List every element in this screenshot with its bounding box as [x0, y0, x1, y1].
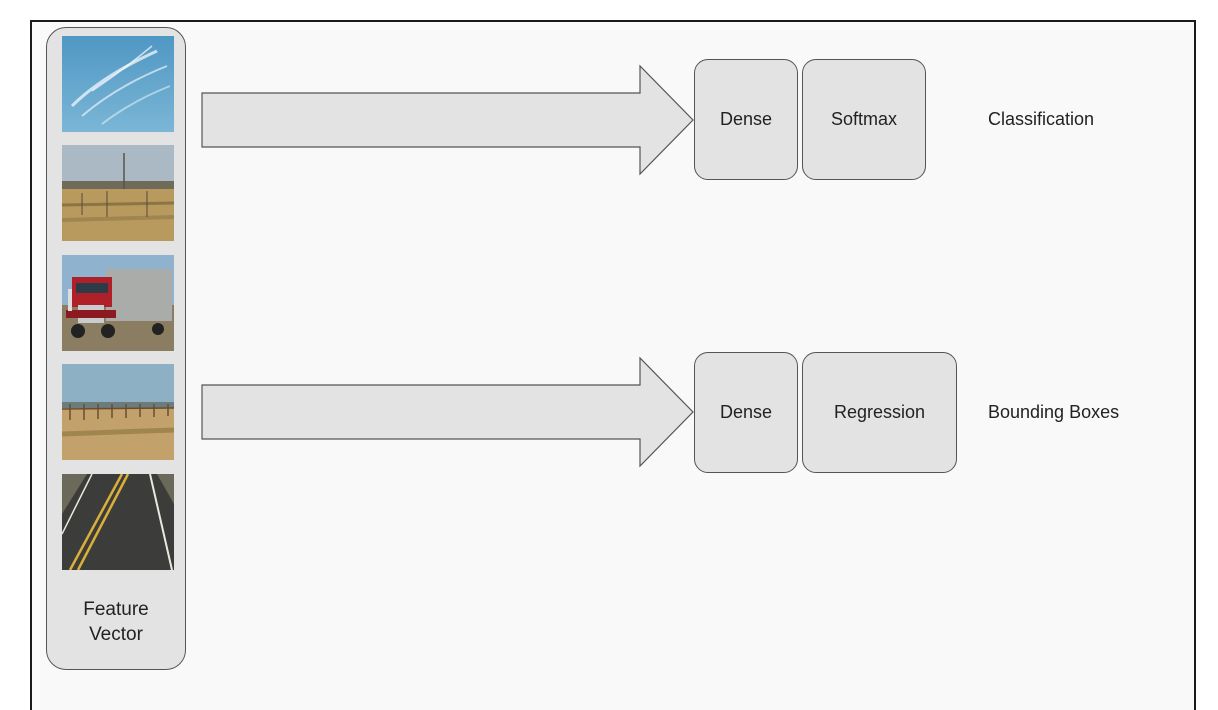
image-truck — [62, 255, 174, 351]
dense-layer-box-top: Dense — [694, 59, 798, 180]
dense-layer-label: Dense — [719, 402, 773, 422]
arrow-to-classification — [201, 64, 694, 176]
image-sky — [62, 36, 174, 132]
dense-layer-label: Dense — [719, 109, 773, 129]
image-fenced-prairie — [62, 364, 174, 460]
image-dry-field — [62, 145, 174, 241]
feature-vector-label-line1: Feature — [83, 599, 149, 620]
dense-layer-box-bottom: Dense — [694, 352, 798, 473]
arrow-to-regression — [201, 356, 694, 468]
feature-vector-label: Feature Vector — [46, 597, 186, 647]
image-road — [62, 474, 174, 570]
softmax-layer-label: Softmax — [830, 109, 898, 129]
bounding-boxes-output-label: Bounding Boxes — [988, 402, 1120, 422]
softmax-layer-box: Softmax — [802, 59, 926, 180]
classification-output-label: Classification — [988, 109, 1095, 129]
feature-vector-label-line2: Vector — [89, 624, 143, 645]
regression-layer-box: Regression — [802, 352, 957, 473]
regression-layer-label: Regression — [833, 402, 926, 422]
